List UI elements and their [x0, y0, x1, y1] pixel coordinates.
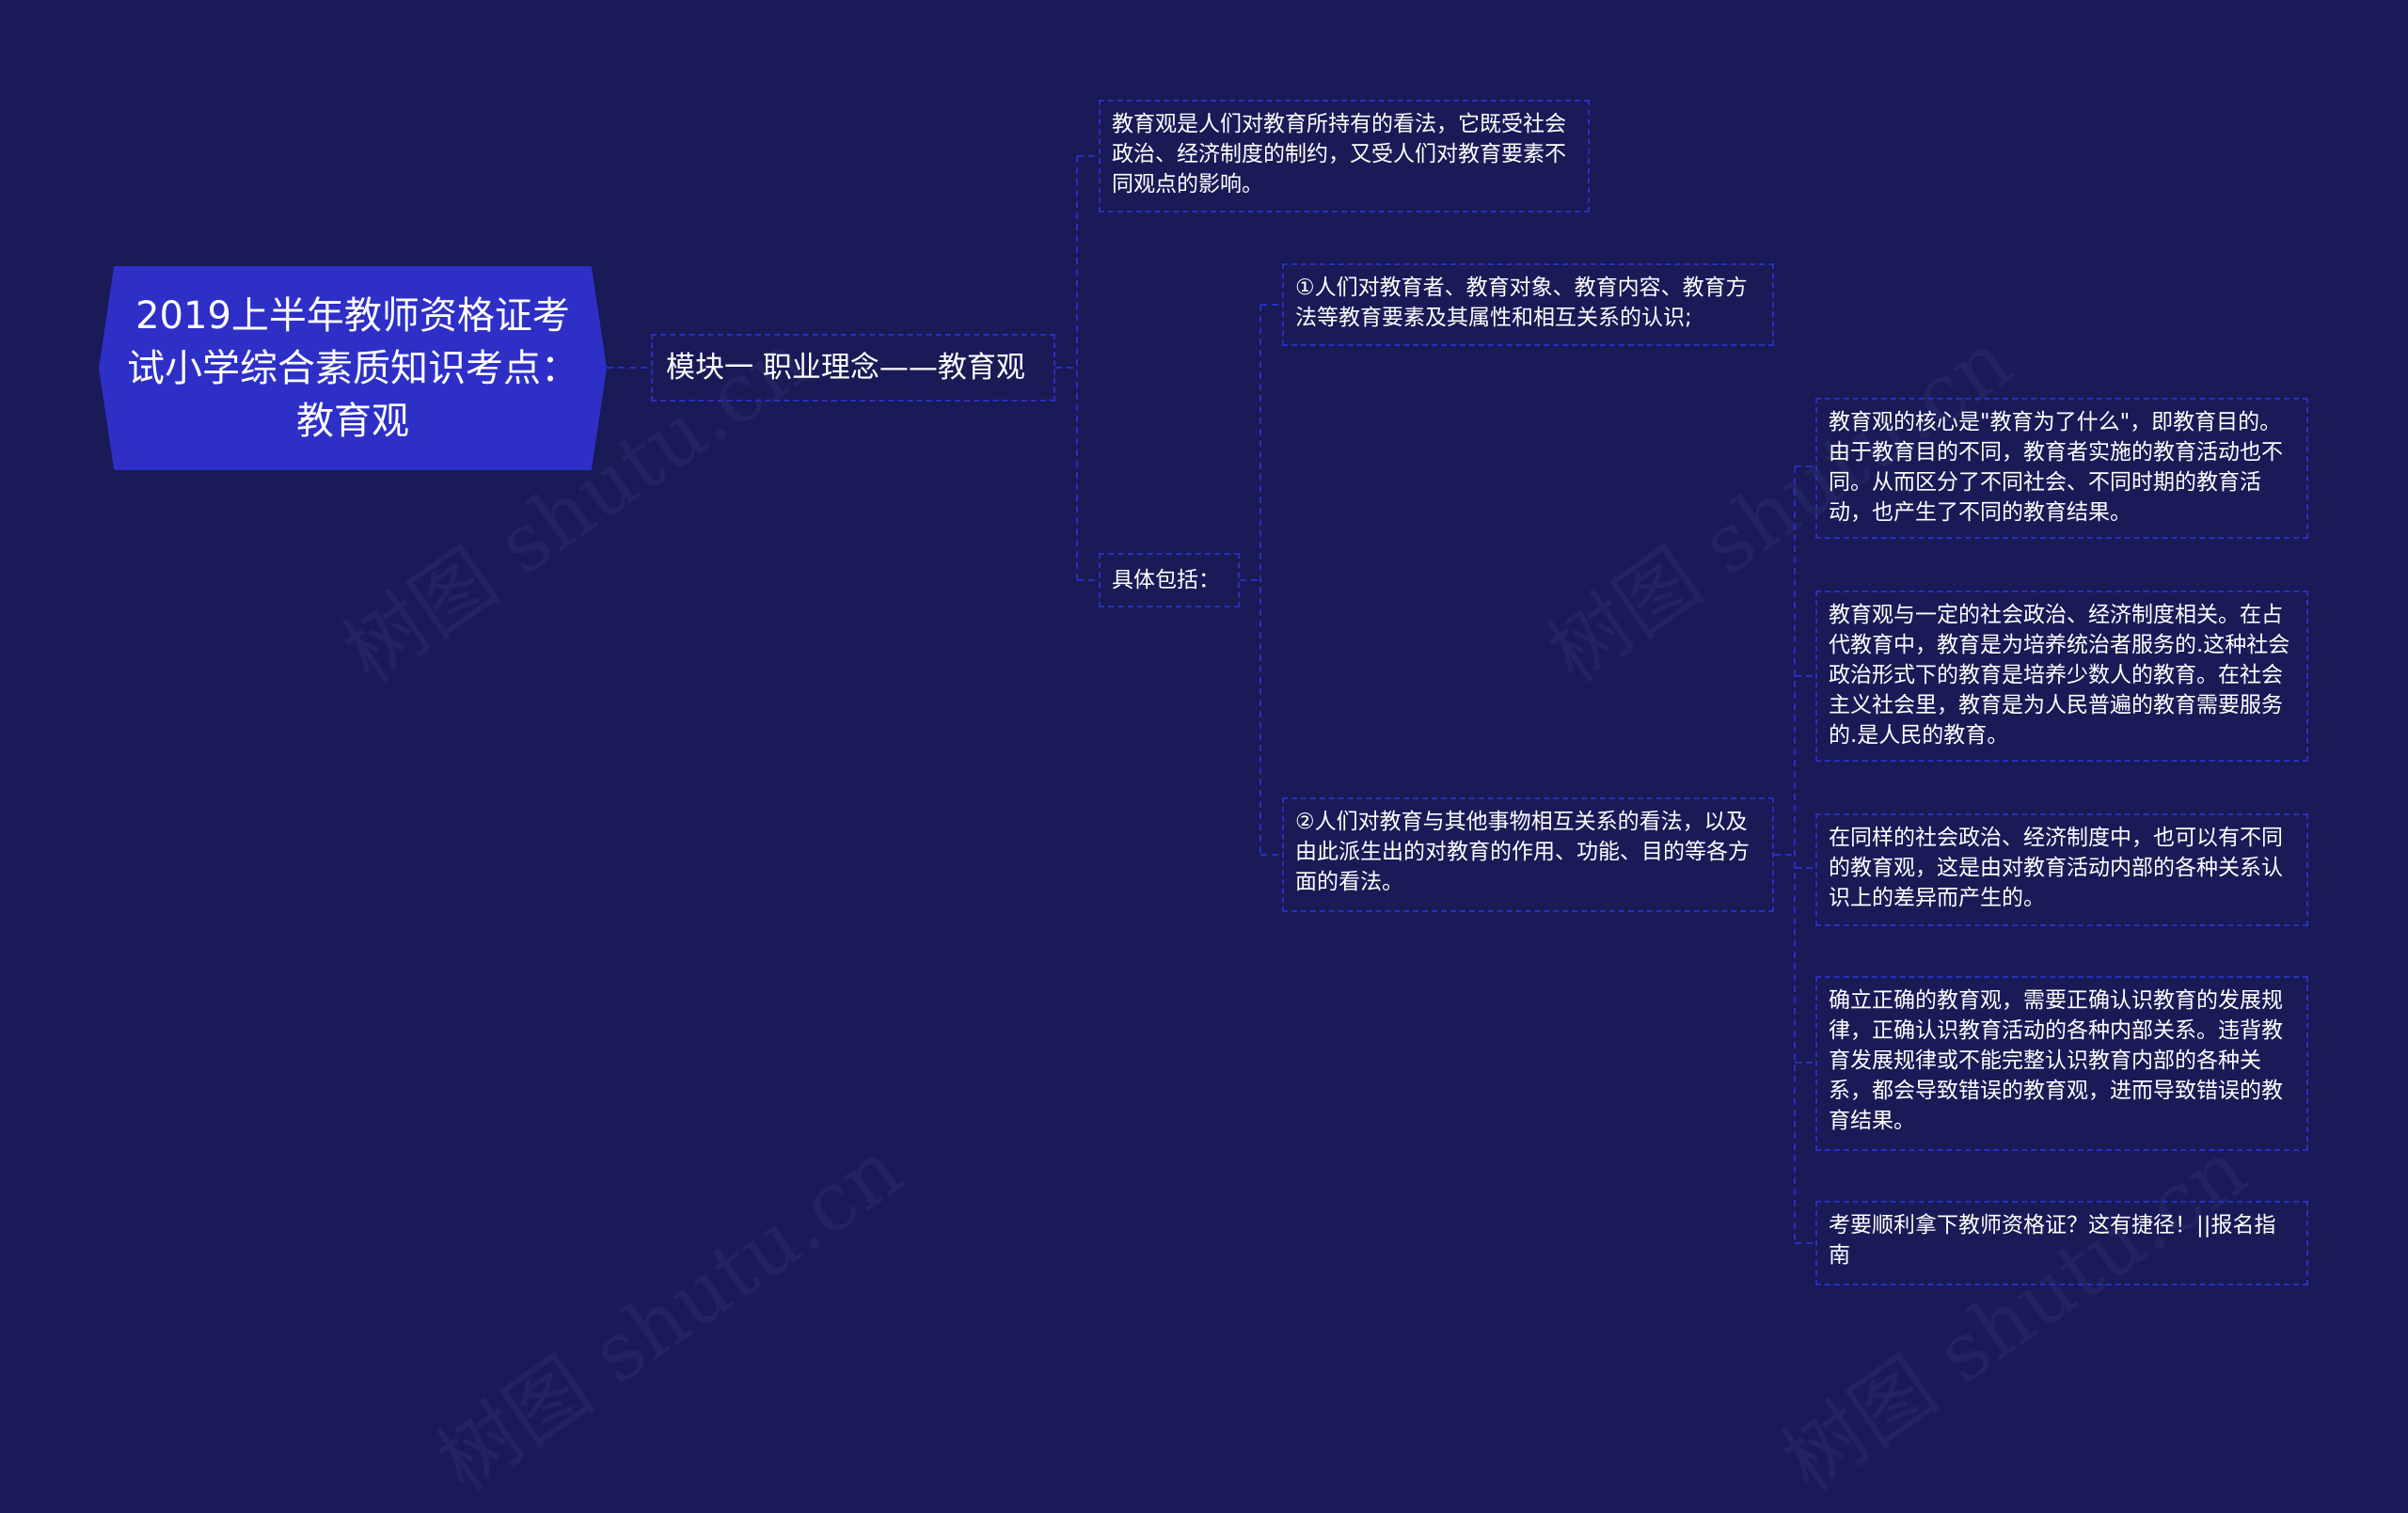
- sub-point-text: 在同样的社会政治、经济制度中，也可以有不同的教育观，这是由对教育活动内部的各种关…: [1829, 826, 2283, 910]
- sub-point-1[interactable]: 教育观的核心是"教育为了什么"，即教育目的。由于教育目的不同，教育者实施的教育活…: [1815, 398, 2308, 539]
- detail-item-text: ①人们对教育者、教育对象、教育内容、教育方法等教育要素及其属性和相互关系的认识;: [1295, 276, 1748, 330]
- detail-item-2[interactable]: ②人们对教育与其他事物相互关系的看法，以及由此派生出的对教育的作用、功能、目的等…: [1282, 797, 1774, 912]
- definition-text: 教育观是人们对教育所持有的看法，它既受社会政治、经济制度的制约，又受人们对教育要…: [1112, 112, 1566, 197]
- root-topic[interactable]: 2019上半年教师资格证考试小学综合素质知识考点：教育观: [99, 266, 607, 470]
- sub-point-text: 教育观的核心是"教育为了什么"，即教育目的。由于教育目的不同，教育者实施的教育活…: [1829, 410, 2283, 525]
- sub-point-text: 确立正确的教育观，需要正确认识教育的发展规律，正确认识教育活动的各种内部关系。违…: [1829, 988, 2283, 1133]
- sub-point-3[interactable]: 在同样的社会政治、经济制度中，也可以有不同的教育观，这是由对教育活动内部的各种关…: [1815, 813, 2308, 926]
- sub-point-text: 教育观与一定的社会政治、经济制度相关。在占代教育中，教育是为培养统治者服务的.这…: [1829, 603, 2290, 748]
- sub-point-text: 考要顺利拿下教师资格证？这有捷径！||报名指南: [1829, 1213, 2276, 1268]
- definition-node[interactable]: 教育观是人们对教育所持有的看法，它既受社会政治、经济制度的制约，又受人们对教育要…: [1099, 100, 1590, 213]
- module-node[interactable]: 模块一 职业理念——教育观: [651, 334, 1055, 402]
- root-title: 2019上半年教师资格证考试小学综合素质知识考点：教育观: [127, 293, 578, 443]
- details-node[interactable]: 具体包括：: [1099, 553, 1240, 607]
- connector-lines: [607, 155, 1815, 1244]
- sub-point-4[interactable]: 确立正确的教育观，需要正确认识教育的发展规律，正确认识教育活动的各种内部关系。违…: [1815, 976, 2308, 1151]
- details-label: 具体包括：: [1112, 568, 1220, 592]
- sub-point-2[interactable]: 教育观与一定的社会政治、经济制度相关。在占代教育中，教育是为培养统治者服务的.这…: [1815, 591, 2308, 762]
- sub-point-5[interactable]: 考要顺利拿下教师资格证？这有捷径！||报名指南: [1815, 1201, 2308, 1285]
- detail-item-text: ②人们对教育与其他事物相互关系的看法，以及由此派生出的对教育的作用、功能、目的等…: [1295, 810, 1750, 894]
- module-label: 模块一 职业理念——教育观: [666, 351, 1025, 385]
- detail-item-1[interactable]: ①人们对教育者、教育对象、教育内容、教育方法等教育要素及其属性和相互关系的认识;: [1282, 263, 1774, 346]
